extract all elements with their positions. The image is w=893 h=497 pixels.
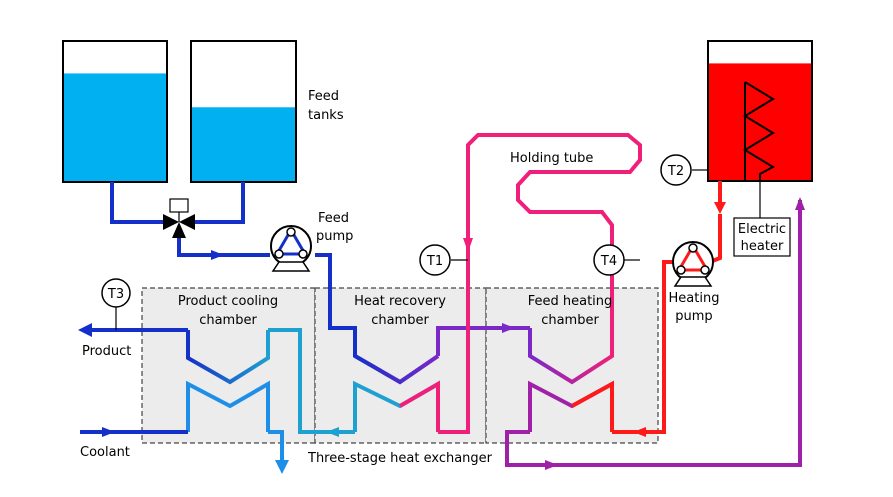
feed-pump-label-1: Feed (318, 211, 349, 226)
feed-heating-label-1: Feed heating (528, 294, 613, 309)
feed-tank-left-water (63, 73, 167, 182)
three-way-valve-icon (163, 198, 195, 238)
heater-tank (707, 40, 813, 218)
feed-tanks-label-1: Feed (308, 89, 339, 104)
heating-pump-label-1: Heating (669, 291, 720, 306)
holding-tube (438, 133, 642, 434)
feed-heating-label-2: chamber (541, 313, 599, 328)
feed-tank-left (62, 40, 168, 183)
sensor-t2: T2 (660, 154, 708, 186)
heater-coil-icon (743, 81, 776, 181)
feed-pump-icon (270, 225, 312, 272)
heat-recovery-label-2: chamber (371, 313, 429, 328)
sensor-t3: T3 (101, 278, 131, 308)
electric-heater-label-2: heater (741, 239, 784, 254)
heat-recovery-label-1: Heat recovery (354, 294, 446, 309)
return-line (505, 197, 805, 470)
product-cooling-label-1: Product cooling (178, 294, 278, 309)
product-cooling-plate-bottom (186, 380, 270, 432)
heater-tank-water (708, 63, 812, 181)
sensor-t4: T4 (593, 244, 640, 276)
coolant-line (80, 427, 289, 474)
sensor-t1-label: T1 (426, 254, 443, 269)
product-cooling-chamber (141, 287, 316, 444)
coolant-label: Coolant (80, 445, 130, 460)
preheated-feed-line (436, 323, 530, 356)
product-outlet-line (78, 305, 188, 337)
feed-tanks-label-2: tanks (308, 108, 344, 123)
feed-heating-chamber (485, 287, 659, 444)
feed-tank-right (190, 40, 297, 183)
electric-heater-box (733, 217, 791, 257)
feed-heating-plate-top (528, 300, 614, 385)
sensor-t4-label: T4 (600, 254, 617, 269)
product-label: Product (82, 344, 131, 359)
sensor-t1: T1 (419, 244, 468, 276)
product-cooling-label-2: chamber (199, 313, 257, 328)
heat-exchanger-label: Three-stage heat exchanger (307, 451, 493, 466)
cooled-product-line (268, 328, 355, 437)
feed-pump-label-2: pump (316, 229, 353, 244)
product-cooling-plate-top (186, 330, 270, 385)
feed-tank-right-water (191, 107, 296, 182)
heating-pump-icon (672, 241, 714, 287)
electric-heater-label-1: Electric (738, 222, 786, 237)
holding-tube-label: Holding tube (510, 151, 593, 166)
heat-recovery-chamber (314, 287, 487, 444)
sensor-t3-label: T3 (107, 287, 124, 302)
sensor-t2-label: T2 (667, 164, 684, 179)
heating-pump-label-2: pump (675, 309, 712, 324)
